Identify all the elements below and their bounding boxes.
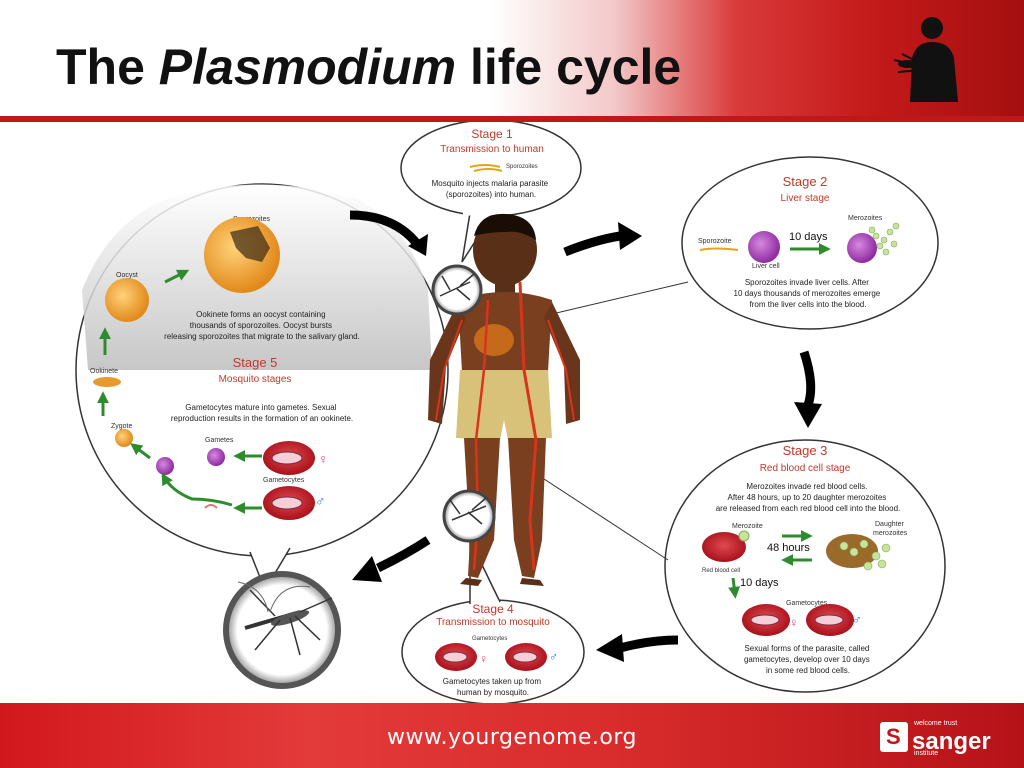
stage5-title: Stage 5 — [233, 355, 278, 370]
footer-banner: www.yourgenome.org S welcome trust sange… — [0, 703, 1024, 768]
stage5-subtitle: Mosquito stages — [219, 374, 292, 385]
sporozoite-icon — [469, 164, 503, 172]
sanger-logo: S welcome trust sanger institute — [880, 720, 991, 757]
arrow-to-mosquito — [376, 536, 431, 573]
stage2-desc-line1: Sporozoites invade liver cells. After — [745, 278, 869, 287]
arrow-to-stage2 — [563, 231, 621, 257]
human-figure — [428, 213, 580, 586]
stage3-subtitle: Red blood cell stage — [760, 463, 851, 474]
ookinete-cell — [93, 377, 121, 387]
sanger-logo-icon: S — [880, 722, 908, 752]
stage1-desc-line2: (sporozoites) into human. — [446, 190, 536, 199]
stage4-title: Stage 4 — [472, 602, 514, 616]
liver-cell-label: Liver cell — [752, 263, 780, 270]
merozoite-cluster — [868, 222, 900, 256]
stage4-female-symbol: ♀ — [479, 652, 488, 666]
rbc-label: Red blood cell — [702, 568, 740, 574]
stage1-subtitle: Transmission to human — [440, 144, 544, 155]
svg-text:Mosquito injects malaria paras: Mosquito injects malaria parasite (sporo… — [432, 179, 551, 199]
footer-url[interactable]: www.yourgenome.org — [387, 725, 637, 750]
gamete-cell-2 — [156, 457, 174, 475]
stage5-desc-line2: reproduction results in the formation of… — [171, 414, 353, 423]
oocyst-label: Oocyst — [116, 272, 138, 279]
page-title: The Plasmodium life cycle — [56, 39, 682, 95]
svg-text:Sporozoites invade liver cells: Sporozoites invade liver cells. After 10… — [734, 278, 883, 309]
stage3-merozoite-label: Merozoite — [732, 523, 763, 530]
arrow-to-stage4 — [618, 635, 679, 653]
silhouette-icon — [893, 17, 958, 102]
svg-text:Merozoites invade red blood ce: Merozoites invade red blood cells. After… — [716, 482, 901, 513]
stage5-top-line2: thousands of sporozoites. Oocyst bursts — [190, 321, 332, 330]
zygote-cell — [115, 429, 133, 447]
stage2-subtitle: Liver stage — [781, 193, 830, 204]
stage3-days: 10 days — [740, 577, 779, 589]
stage4-desc-line2: human by mosquito. — [457, 688, 529, 697]
stage4-gametocytes-label: Gametocytes — [472, 636, 507, 642]
stage3-bubble — [664, 439, 946, 693]
merozoites-label: Merozoites — [848, 215, 883, 222]
stage3-desc-line4: Sexual forms of the parasite, called — [744, 644, 869, 653]
zygote-label: Zygote — [111, 423, 133, 430]
blood-vessel — [518, 281, 538, 571]
stage2-sporozoite-label: Sporozoite — [698, 238, 732, 245]
stage3-desc-line2: After 48 hours, up to 20 daughter merozo… — [728, 493, 887, 502]
daughter-label-1: Daughter — [875, 521, 904, 528]
stage3-desc-line1: Merozoites invade red blood cells. — [746, 482, 867, 491]
stage1-desc-line1: Mosquito injects malaria parasite — [432, 179, 549, 188]
arm-mosquito-lens — [431, 264, 483, 316]
arrow-to-stage3 — [799, 350, 816, 407]
stage4-male-symbol: ♂ — [549, 650, 558, 664]
stage2-desc-line2: 10 days thousands of merozoites emerge — [734, 289, 881, 298]
svg-text:Ookinete forms an oocyst conta: Ookinete forms an oocyst containing thou… — [164, 310, 360, 341]
liver-cell — [748, 231, 780, 263]
daughter-merozoites — [839, 539, 891, 571]
svg-text:Gametocytes mature into gamete: Gametocytes mature into gametes. Sexual … — [171, 403, 353, 423]
stage5-top-line1: Ookinete forms an oocyst containing — [196, 310, 325, 319]
gamete-cell — [207, 448, 225, 466]
red-blood-cell — [702, 532, 746, 562]
stage5-gametocytes-label: Gametocytes — [263, 477, 305, 484]
burst-liver-cell — [847, 233, 877, 263]
stage2-days: 10 days — [789, 231, 828, 243]
stage1-sporozoites-label: Sporozoites — [506, 164, 538, 170]
stage2-desc-line3: from the liver cells into the blood. — [750, 300, 867, 309]
stage3-female-symbol: ♀ — [789, 615, 799, 630]
stage4-desc-line1: Gametocytes taken up from — [443, 677, 542, 686]
stage3-title: Stage 3 — [783, 443, 828, 458]
daughter-label-2: merozoites — [873, 530, 908, 537]
stage5-top-line3: releasing sporozoites that migrate to th… — [164, 332, 360, 341]
stage3-desc-line6: in some red blood cells. — [766, 666, 850, 675]
stage3-desc-line5: gametocytes, develop over 10 days — [744, 655, 870, 664]
stage1-title: Stage 1 — [471, 127, 513, 141]
gametes-label: Gametes — [205, 437, 234, 444]
stage4-bubble — [401, 539, 585, 703]
ookinete-label: Ookinete — [90, 368, 118, 375]
leg-mosquito-lens — [442, 489, 496, 543]
stage3-male-symbol: ♂ — [852, 612, 862, 627]
logo-small-text: welcome trust — [914, 720, 958, 727]
stage4-subtitle: Transmission to mosquito — [436, 617, 550, 628]
stage2-bubble — [681, 156, 939, 330]
stage3-desc-line3: are released from each red blood cell in… — [716, 504, 901, 513]
svg-text:Sexual forms of the parasite,: Sexual forms of the parasite, called gam… — [744, 644, 872, 675]
svg-text:Gametocytes taken up from: Gametocytes taken up from human by mosqu… — [443, 677, 544, 697]
female-symbol: ♀ — [318, 451, 329, 467]
male-symbol: ♂ — [315, 493, 326, 509]
stage5-desc-line1: Gametocytes mature into gametes. Sexual — [185, 403, 336, 412]
header-rule — [0, 116, 1024, 122]
logo-big-text: sanger — [912, 728, 991, 755]
stage3-hours: 48 hours — [767, 542, 810, 554]
stage3-gametocytes-label: Gametocytes — [786, 600, 828, 607]
mosquito-lens — [223, 571, 341, 689]
liver-organ — [474, 324, 514, 356]
header-banner — [0, 0, 1024, 118]
oocyst-cell — [105, 278, 149, 322]
sporozoite-oocyst-cell — [204, 217, 280, 293]
arrow-to-stage1 — [349, 210, 422, 248]
stage2-title: Stage 2 — [783, 174, 828, 189]
life-cycle-diagram: Sporozoites Oocyst Ookinete forms an ooc… — [75, 122, 946, 703]
logo-inst-text: institute — [914, 750, 939, 757]
stage2-pointer — [534, 281, 689, 319]
